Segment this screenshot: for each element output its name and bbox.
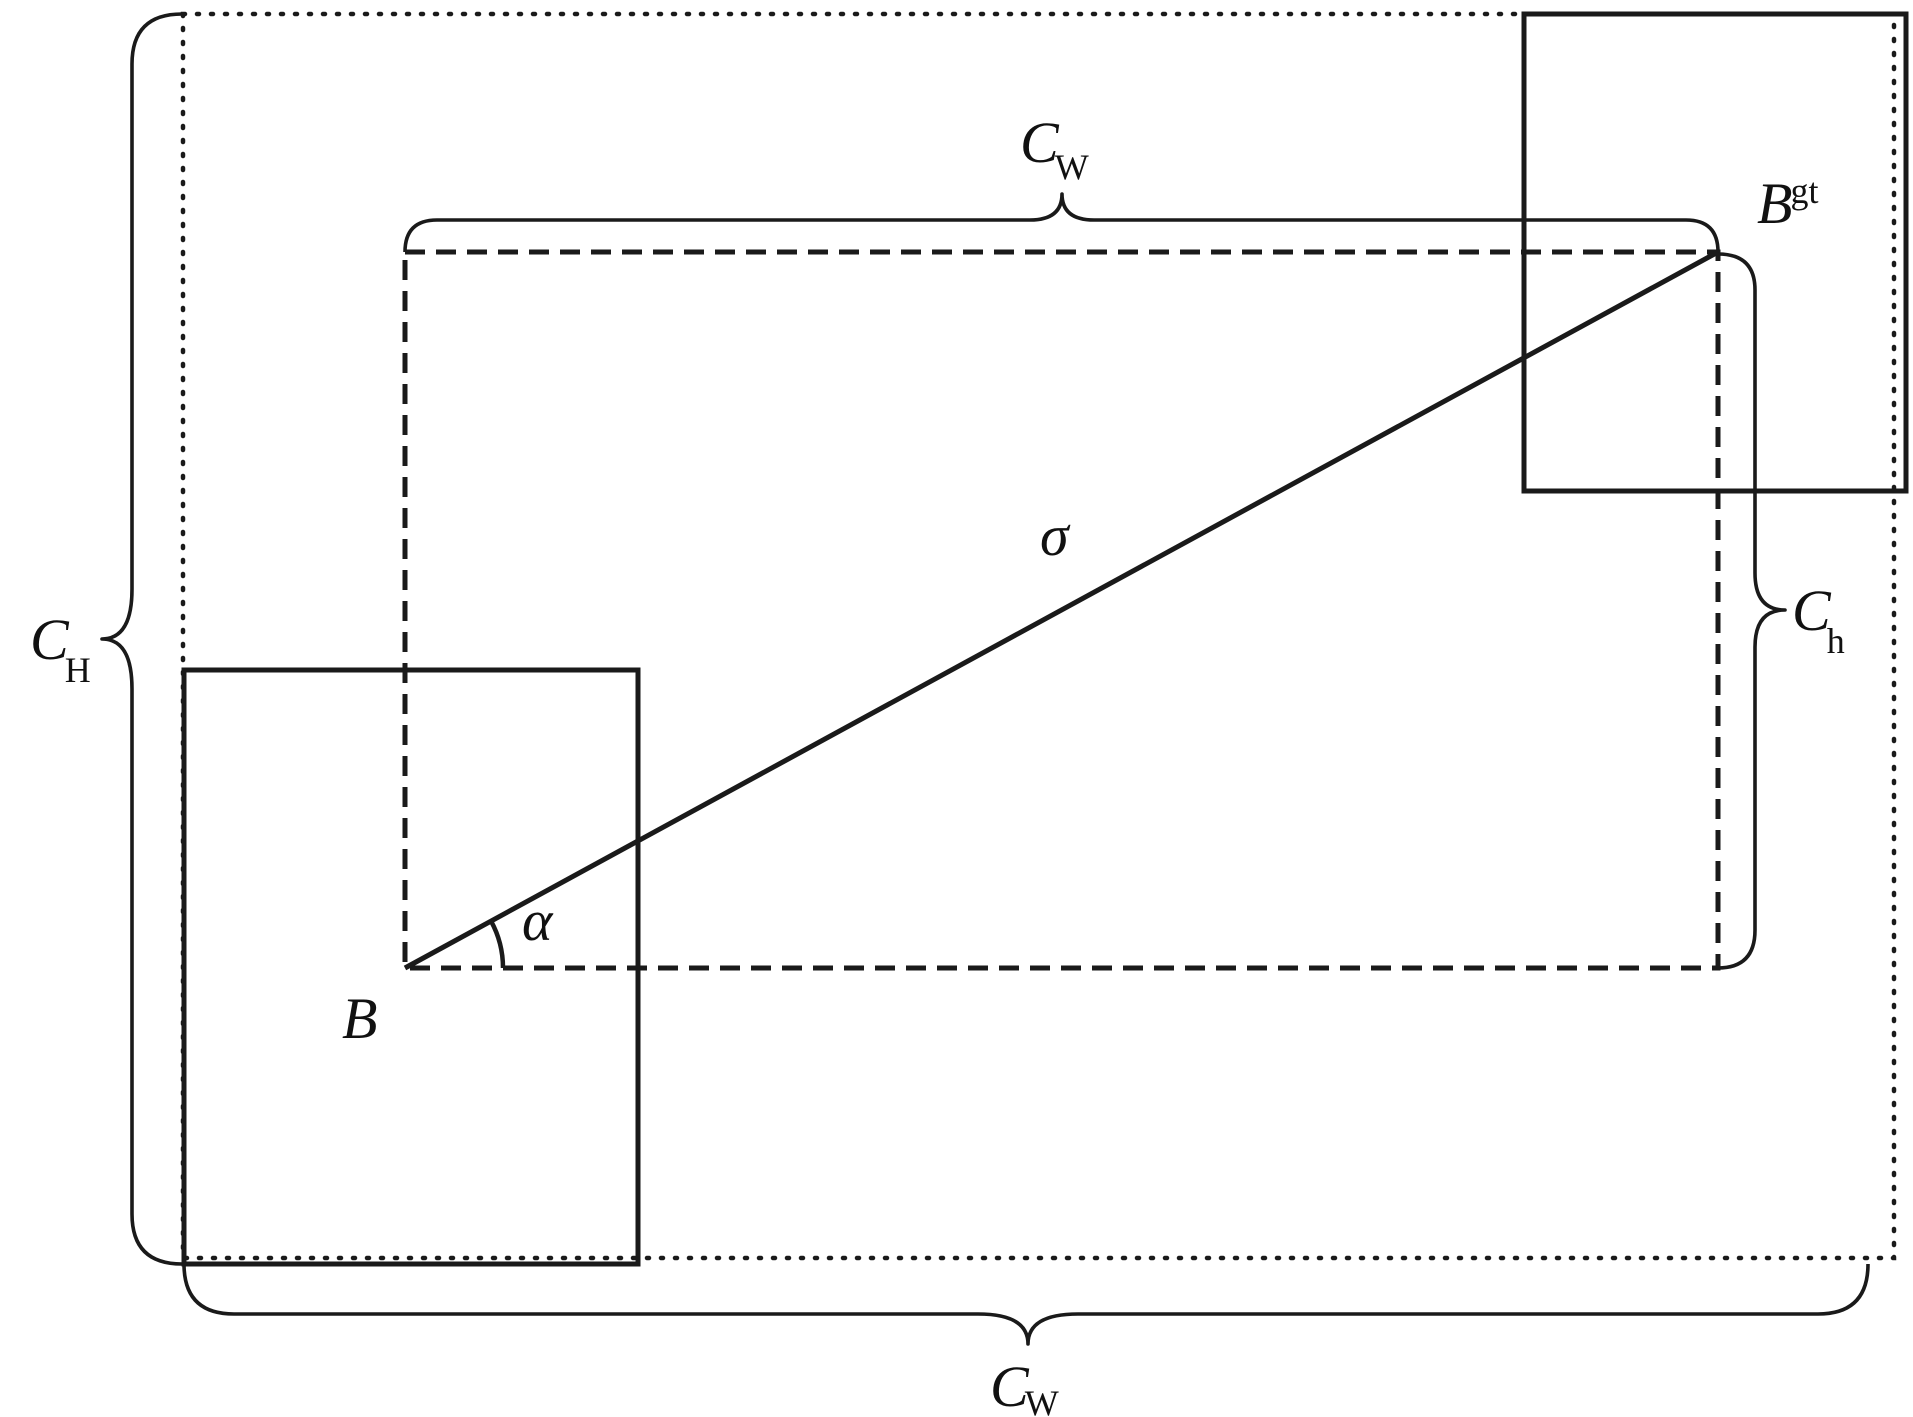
outer-height-brace xyxy=(100,12,183,1266)
inner-height-brace xyxy=(1717,252,1787,970)
label-ground-truth-main: B xyxy=(1757,171,1792,236)
label-ground-truth-sup: gt xyxy=(1790,171,1818,211)
label-distance-sigma: σ xyxy=(1040,503,1071,568)
label-outer-height-sub: H xyxy=(65,650,91,690)
inner-width-brace xyxy=(403,192,1720,253)
label-inner-width-sub: W xyxy=(1055,147,1089,187)
label-inner-width-main: C xyxy=(1020,110,1060,175)
label-outer-height: CH xyxy=(30,607,91,690)
label-angle-alpha: α xyxy=(522,888,554,953)
ground-truth-box xyxy=(1521,11,1909,494)
outer-width-brace xyxy=(182,1263,1870,1346)
label-inner-height: Ch xyxy=(1792,578,1845,661)
predicted-box-b xyxy=(181,667,641,1267)
label-inner-height-main: C xyxy=(1792,578,1832,643)
center-box-dashed xyxy=(402,249,1721,971)
label-ground-truth: Bgt xyxy=(1757,171,1818,236)
enclosing-box-dotted xyxy=(180,11,1897,1261)
label-box-b: B xyxy=(342,986,377,1051)
angle-arc xyxy=(489,919,506,969)
label-inner-width: CW xyxy=(1020,110,1089,187)
label-outer-width: CW xyxy=(990,1354,1059,1417)
label-outer-height-main: C xyxy=(30,607,70,672)
center-distance-line xyxy=(403,249,1720,971)
label-inner-height-sub: h xyxy=(1827,621,1845,661)
label-outer-width-sub: W xyxy=(1025,1383,1059,1417)
label-outer-width-main: C xyxy=(990,1354,1030,1417)
